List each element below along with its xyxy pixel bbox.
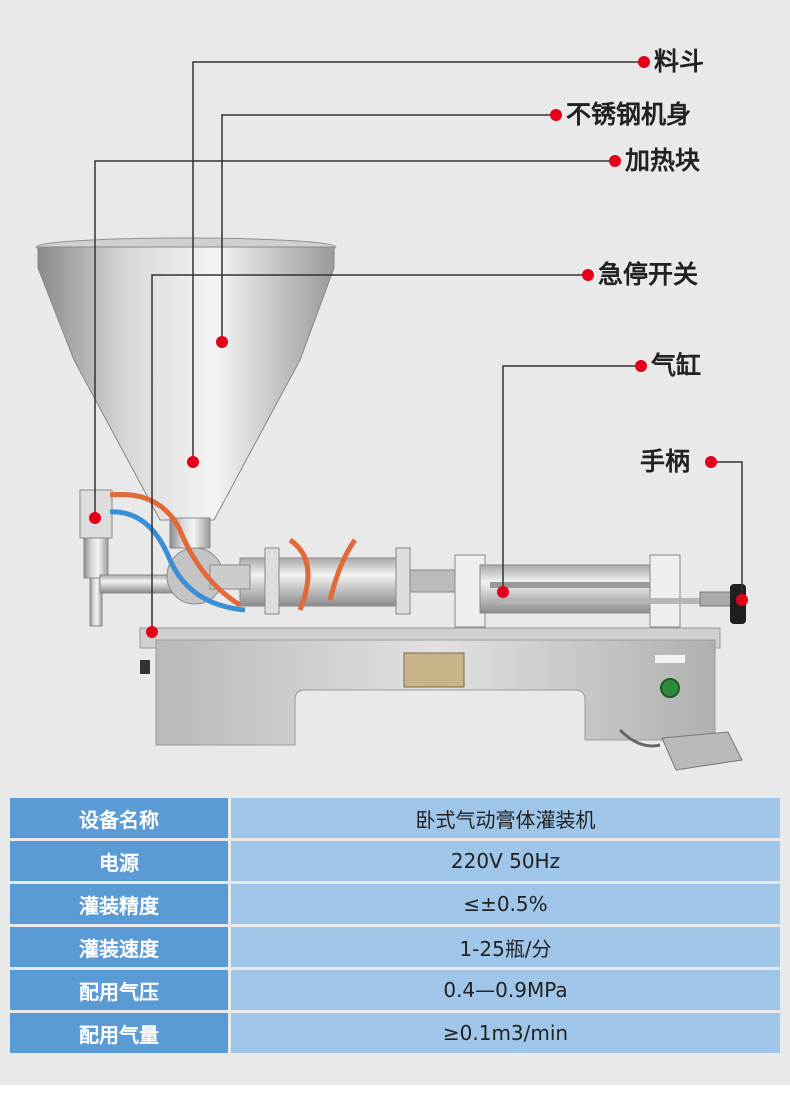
spec-value: 0.4—0.9MPa [231,970,780,1010]
spec-value: ≤±0.5% [231,884,780,924]
spec-table: 设备名称 卧式气动膏体灌装机 电源 220V 50Hz 灌装精度 ≤±0.5% … [10,795,780,1056]
spec-key: 配用气压 [10,970,231,1010]
callout-label-hopper: 料斗 [654,47,705,76]
callout-label-cylinder: 气缸 [651,351,702,380]
machine-photo [35,56,748,771]
spec-row: 配用气压 0.4—0.9MPa [10,970,780,1010]
stainless-body [139,627,721,746]
spec-value: 220V 50Hz [231,841,780,881]
spec-row: 灌装速度 1-25瓶/分 [10,927,780,967]
bottom-band [0,1085,790,1107]
spec-key: 灌装精度 [10,884,231,924]
air-hoses [109,491,358,613]
spec-row: 设备名称 卧式气动膏体灌装机 [10,798,780,838]
callout-dots [89,56,748,638]
spec-row: 配用气量 ≥0.1m3/min [10,1013,780,1053]
spec-value: 卧式气动膏体灌装机 [231,798,780,838]
callout-label-heating-block: 加热块 [625,146,701,175]
callout-label-handle: 手柄 [640,447,691,476]
spec-row: 电源 220V 50Hz [10,841,780,881]
spec-row: 灌装精度 ≤±0.5% [10,884,780,924]
cylinder-assembly [239,547,720,628]
spec-key: 设备名称 [10,798,231,838]
spec-value: 1-25瓶/分 [231,927,780,967]
callout-lines [94,61,743,632]
spec-value: ≥0.1m3/min [231,1013,780,1053]
callout-label-emergency-stop: 急停开关 [598,260,699,289]
foot-pedal [618,728,743,771]
callout-label-stainless-body: 不锈钢机身 [566,100,692,129]
spec-key: 配用气量 [10,1013,231,1053]
spec-key: 电源 [10,841,231,881]
spec-key: 灌装速度 [10,927,231,967]
